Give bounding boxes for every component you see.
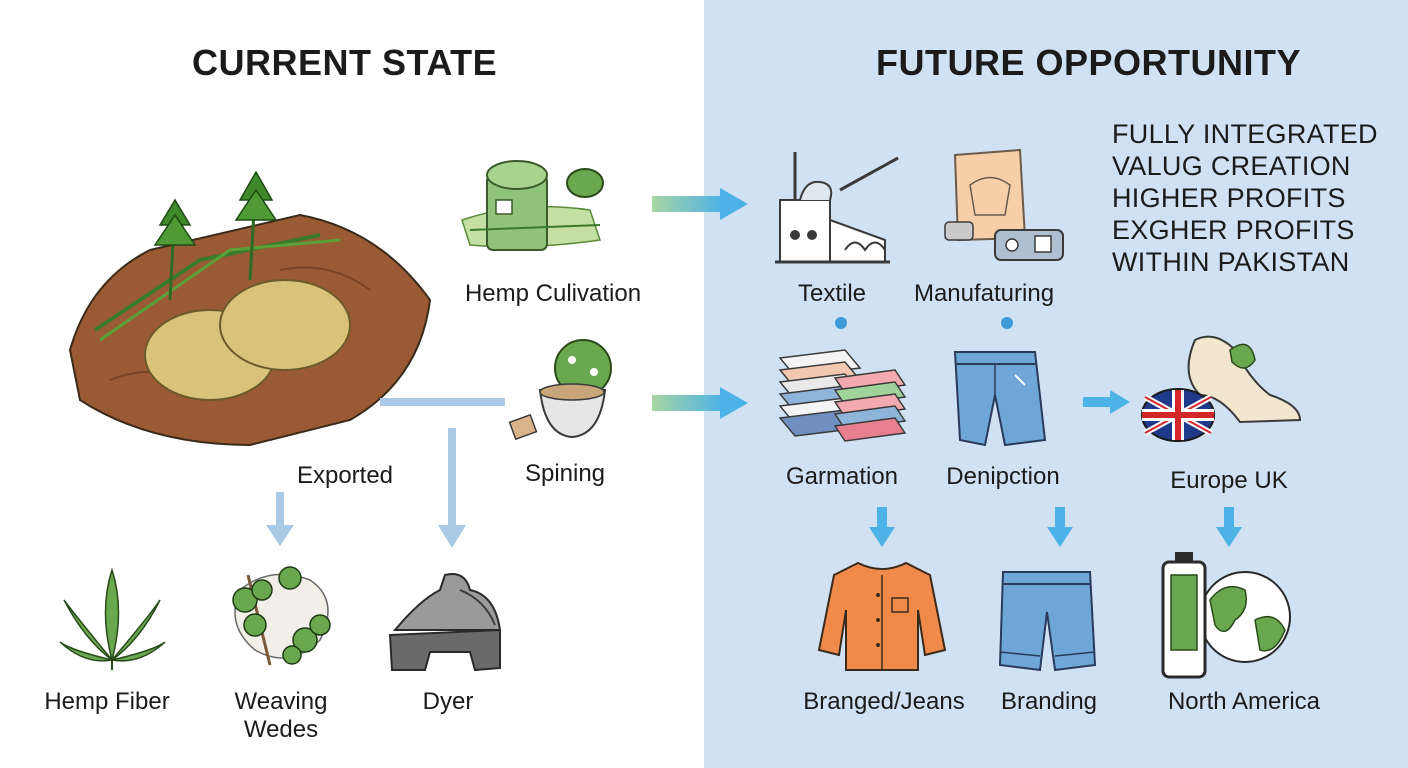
manufacturing-icon [944, 148, 1064, 261]
value-callout: FULLY INTEGRATED VALUG CREATION HIGHER P… [1112, 118, 1378, 278]
textile-connector-dot [835, 317, 847, 329]
transition-arrows [652, 188, 748, 419]
garmation-label: Garmation [785, 463, 899, 490]
dyer-icon [388, 573, 502, 672]
future-opportunity-heading: FUTURE OPPORTUNITY [876, 42, 1302, 83]
branged-jeans-label: Branged/Jeans [803, 688, 965, 715]
spinning-icon [508, 339, 612, 441]
current-flow-lines [266, 398, 505, 548]
europe-uk-icon [1141, 335, 1302, 442]
denim-shorts-icon [953, 351, 1047, 447]
callout-line: WITHIN PAKISTAN [1112, 247, 1350, 277]
textile-factory-icon [775, 152, 899, 264]
weaving-wedes-label: Weaving Wedes [234, 688, 328, 743]
callout-line: VALUG CREATION [1112, 151, 1351, 181]
exported-label: Exported [296, 462, 394, 489]
fabric-stack-icon [778, 349, 907, 442]
orange-jacket-icon [817, 561, 947, 671]
hemp-fiber-label: Hemp Fiber [44, 688, 170, 715]
textile-label: Textile [797, 280, 867, 307]
callout-line: EXGHER PROFITS [1112, 215, 1355, 245]
denipction-label: Denipction [946, 463, 1060, 490]
dyer-label: Dyer [422, 688, 474, 715]
callout-line: FULLY INTEGRATED [1112, 119, 1378, 149]
north-america-icon [1161, 552, 1291, 679]
weaving-cotton-icon [232, 566, 331, 666]
north-america-label: North America [1167, 688, 1321, 715]
branding-label: Branding [1000, 688, 1098, 715]
future-down-arrows [869, 507, 1242, 547]
current-state-heading: CURRENT STATE [192, 42, 498, 83]
hemp-leaf-icon [59, 567, 166, 670]
hemp-cultivation-icon [461, 160, 604, 251]
blue-jeans-icon [998, 571, 1097, 672]
callout-line: HIGHER PROFITS [1112, 183, 1346, 213]
manufacturing-label: Manufaturing [913, 280, 1055, 307]
manufacturing-connector-dot [1001, 317, 1013, 329]
europe-uk-label: Europe UK [1170, 467, 1288, 494]
hemp-cultivation-label: Hemp Culivation [464, 280, 642, 307]
hemp-field-icon [68, 170, 432, 447]
spinning-label: Spining [524, 460, 606, 487]
export-arrow [1083, 390, 1130, 414]
